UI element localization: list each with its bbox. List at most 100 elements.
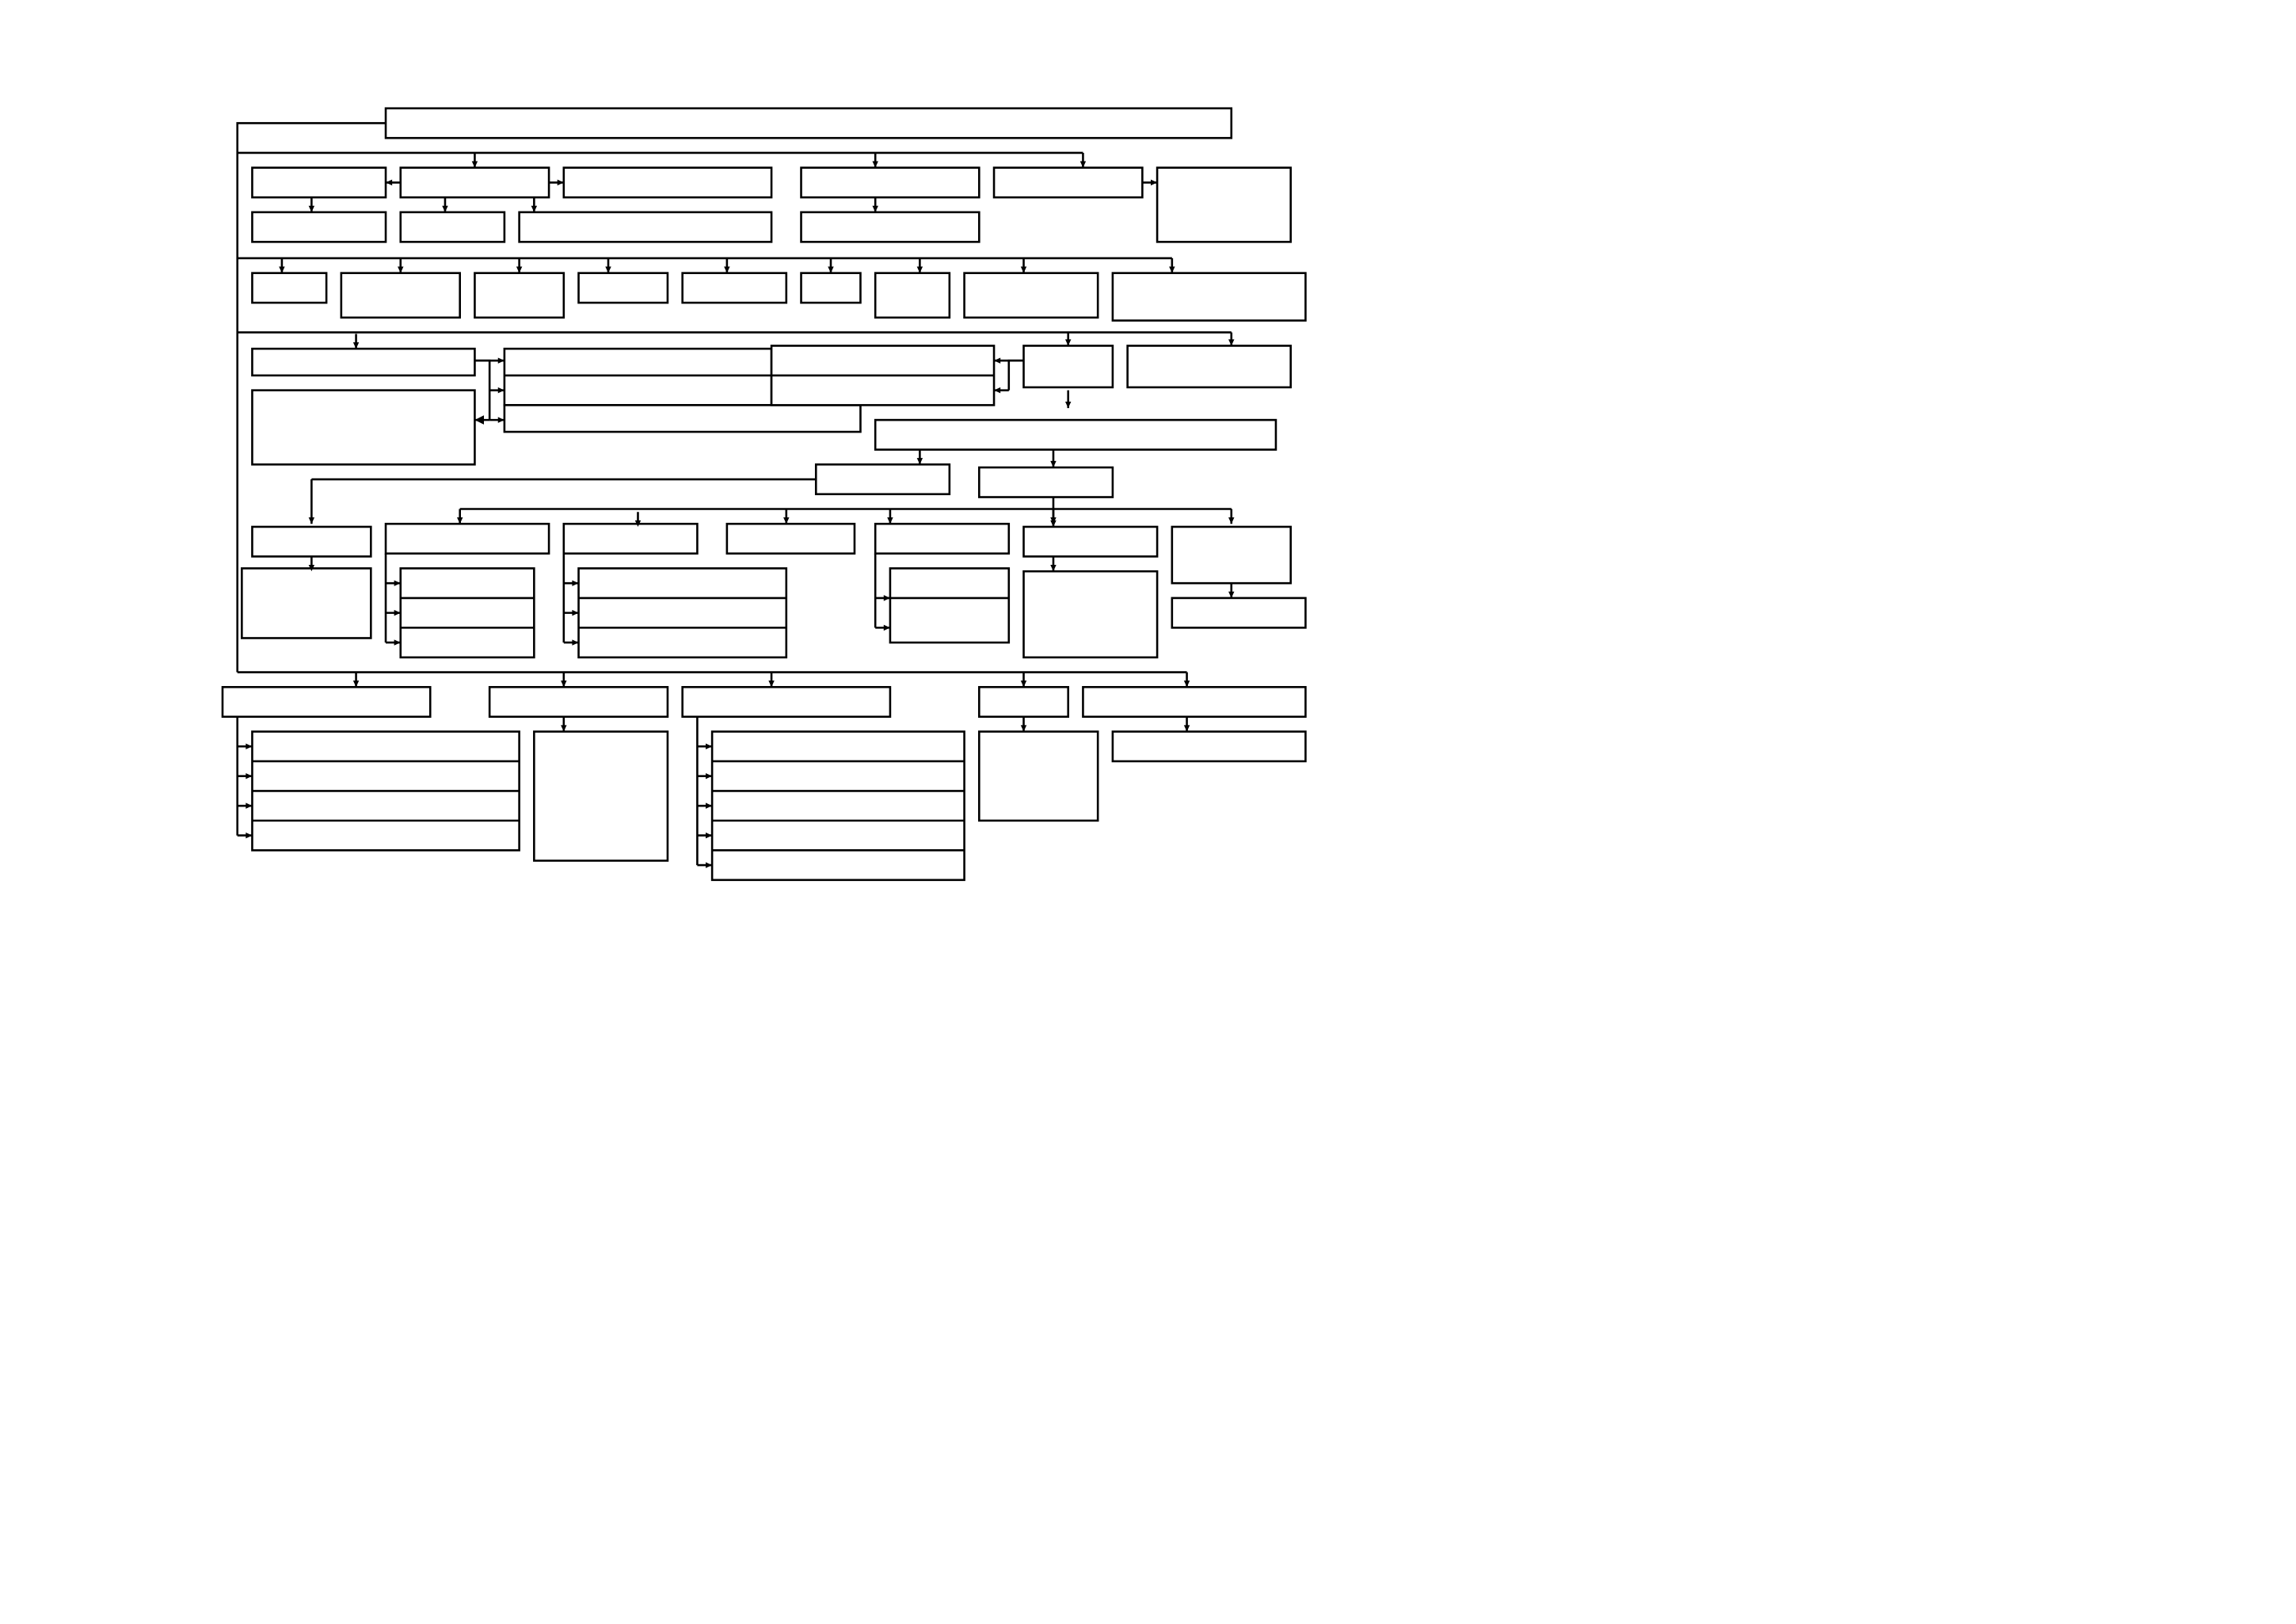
- arrowhead: [1020, 266, 1027, 273]
- arrowhead: [605, 266, 611, 273]
- diagram-box: [251, 525, 372, 558]
- arrowhead: [352, 342, 360, 349]
- arrowhead: [1150, 179, 1158, 186]
- arrowhead: [768, 680, 775, 688]
- arrowhead: [398, 266, 404, 273]
- diagram-box: [399, 211, 506, 243]
- arrowhead: [561, 725, 567, 732]
- diagram-box: [518, 211, 773, 243]
- diagram-box: [874, 272, 951, 319]
- arrowhead: [872, 205, 878, 212]
- arrowhead: [442, 205, 448, 212]
- diagram-box: [488, 685, 669, 719]
- arrowhead: [883, 595, 890, 601]
- arrowhead: [887, 517, 893, 524]
- connector-lines: [236, 122, 1233, 867]
- diagram-box: [725, 522, 856, 555]
- arrowhead: [916, 266, 923, 273]
- arrowhead: [394, 580, 401, 586]
- arrowhead: [308, 205, 315, 212]
- diagram-box: [562, 166, 773, 199]
- arrowhead: [1050, 565, 1057, 572]
- arrowhead: [531, 205, 538, 212]
- arrowhead: [516, 266, 523, 273]
- arrowhead: [828, 266, 834, 273]
- arrowhead: [1183, 680, 1190, 688]
- diagram-box: [874, 418, 1277, 451]
- arrowhead: [246, 802, 253, 809]
- connector-line: [236, 122, 386, 673]
- arrowhead: [497, 417, 505, 423]
- diagram-box: [384, 522, 550, 555]
- diagram-box: [340, 272, 461, 319]
- arrowhead: [456, 517, 463, 524]
- diagram-box: [1082, 685, 1307, 719]
- diagram-box: [1022, 525, 1159, 558]
- arrowhead: [706, 772, 713, 780]
- arrowhead: [706, 743, 713, 749]
- arrowhead: [1050, 460, 1057, 468]
- diagram-box: [533, 730, 669, 862]
- diagram-box: [800, 272, 862, 304]
- arrowhead: [916, 458, 923, 465]
- diagram-box: [978, 730, 1099, 822]
- arrowhead: [557, 179, 564, 186]
- diagram-box: [251, 389, 476, 466]
- arrowhead: [1228, 339, 1235, 346]
- diagram-box: [992, 166, 1144, 199]
- arrowhead: [872, 161, 878, 168]
- diagram-box: [1022, 345, 1114, 389]
- diagram-box: [814, 463, 951, 496]
- arrowhead: [394, 639, 401, 646]
- connector-line: [1007, 359, 1024, 391]
- diagram-box: [503, 347, 773, 406]
- arrowhead: [706, 862, 713, 868]
- arrowhead: [1169, 266, 1175, 273]
- arrowhead: [1228, 591, 1235, 598]
- diagram-box: [978, 685, 1070, 719]
- diagram-box: [241, 567, 372, 639]
- diagram-box: [474, 272, 565, 319]
- diagram-box: [681, 272, 788, 304]
- diagram-box: [1171, 525, 1292, 585]
- arrowhead: [1183, 725, 1190, 732]
- diagram-box: [562, 522, 699, 555]
- arrowhead: [386, 179, 393, 186]
- diagram-box: [1156, 166, 1292, 243]
- arrowhead: [1020, 725, 1027, 732]
- diagram-box: [221, 685, 432, 719]
- diagram-box: [577, 272, 669, 304]
- diagram-box: [399, 567, 535, 659]
- diagram-box: [1022, 570, 1159, 659]
- arrowhead: [572, 609, 579, 616]
- arrowheads: [246, 161, 1235, 868]
- diagram-box: [889, 567, 1011, 644]
- arrowhead: [1079, 161, 1087, 168]
- arrowhead: [474, 415, 485, 425]
- arrowhead: [561, 680, 567, 688]
- arrowhead: [706, 832, 713, 839]
- diagram-box: [251, 347, 476, 377]
- diagram-box: [399, 166, 550, 199]
- diagram-box: [874, 522, 1011, 555]
- diagram-box: [681, 685, 892, 719]
- arrowhead: [994, 387, 1001, 394]
- arrowhead: [1228, 517, 1235, 524]
- arrowhead: [352, 680, 360, 688]
- arrowhead: [883, 624, 890, 631]
- diagram-box: [577, 567, 788, 659]
- arrowhead: [994, 357, 1001, 364]
- diagram-boxes: [221, 107, 1307, 882]
- arrowhead: [308, 517, 315, 524]
- arrowhead: [1020, 680, 1027, 688]
- arrowhead: [1064, 402, 1072, 409]
- diagram-box: [800, 211, 980, 243]
- diagram-box: [251, 166, 387, 199]
- arrowhead: [308, 565, 315, 572]
- arrowhead: [706, 802, 713, 809]
- connector-line: [474, 359, 491, 421]
- diagram-box: [1126, 345, 1292, 389]
- diagram-box: [503, 404, 862, 433]
- arrowhead: [246, 772, 253, 780]
- diagram-box: [1171, 597, 1307, 629]
